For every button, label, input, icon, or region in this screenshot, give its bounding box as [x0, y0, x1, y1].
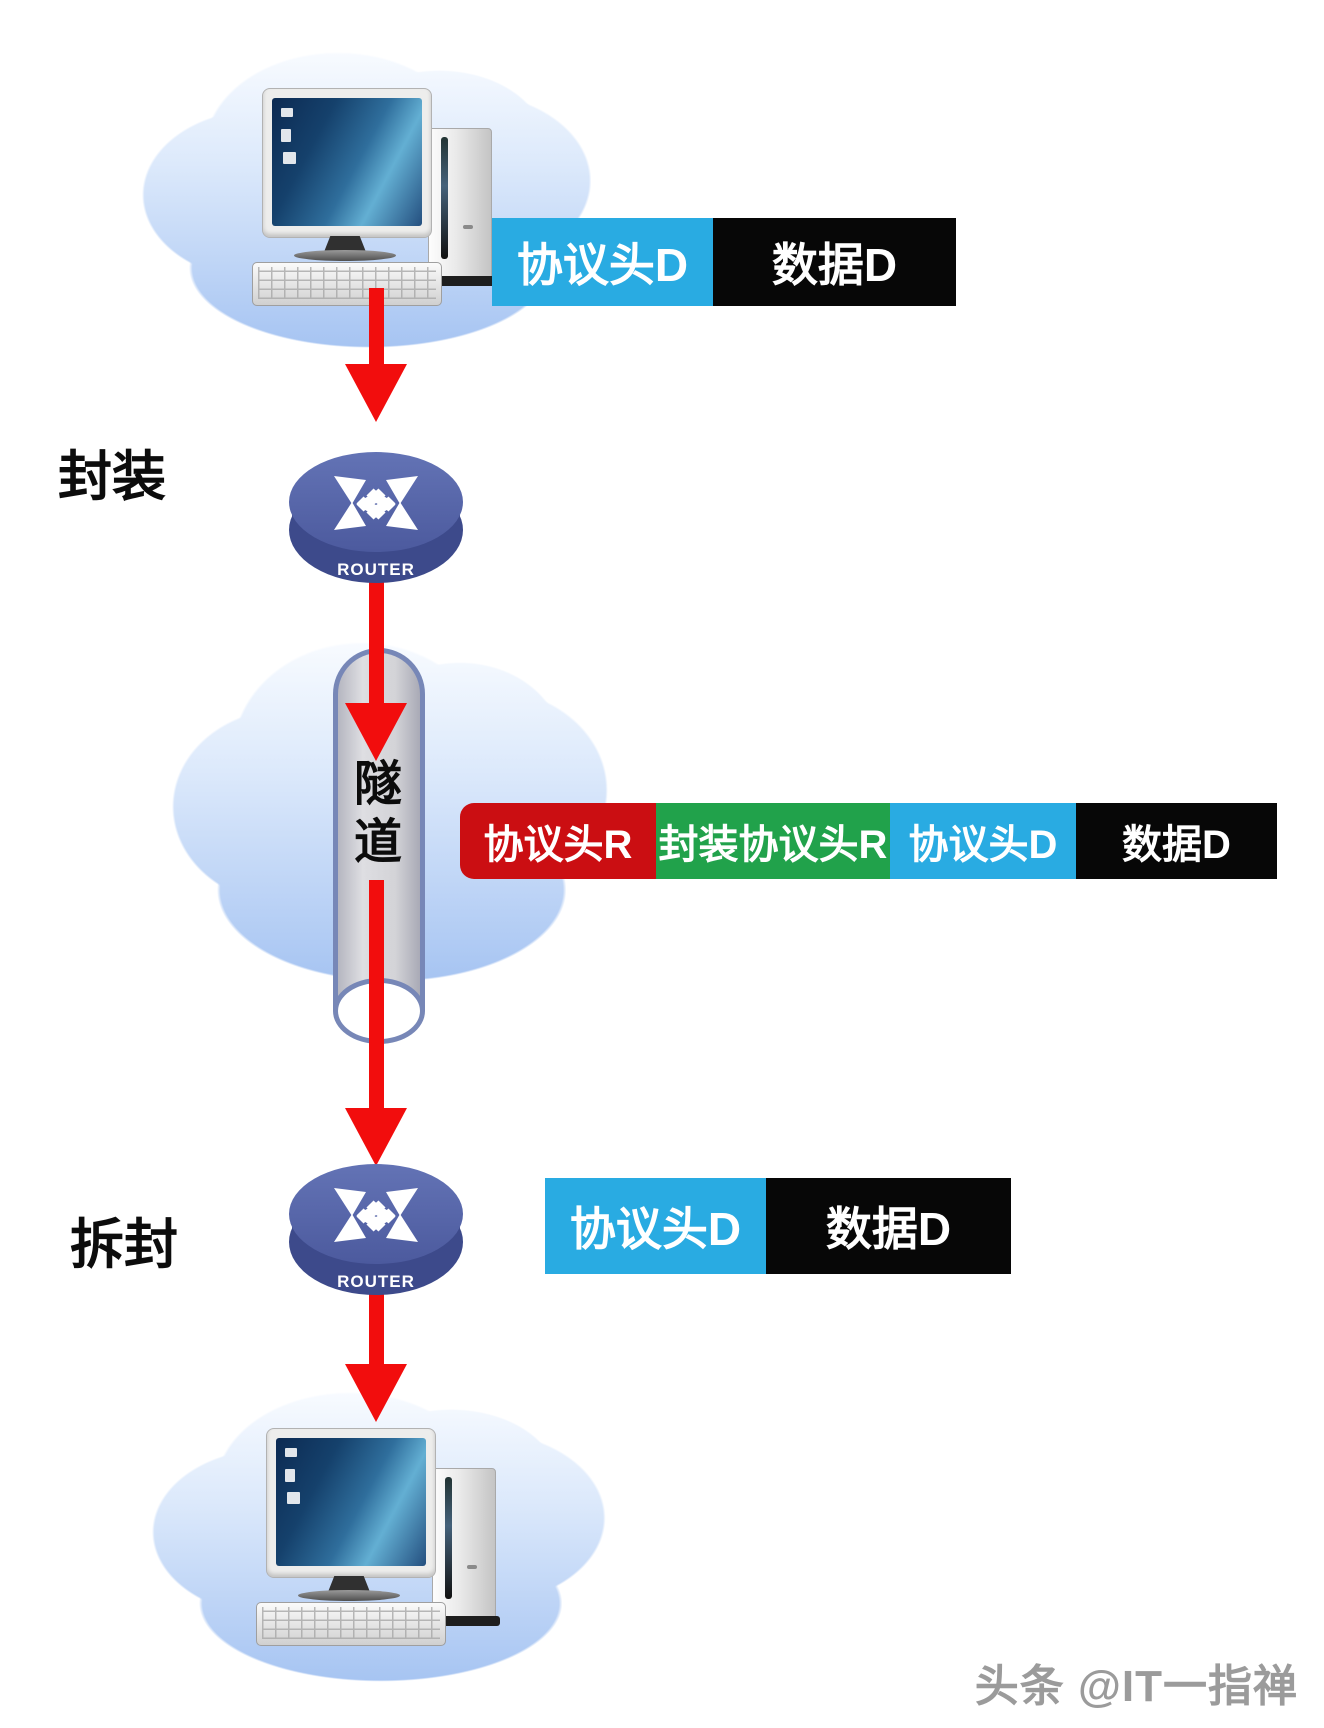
packet-segment-data-d: 数据D: [766, 1178, 1011, 1274]
pc-tower: [428, 1468, 500, 1626]
decapsulation-label: 拆封: [70, 1215, 178, 1275]
host-computer-top-icon: [248, 88, 496, 306]
packet-segment-data-d: 数据D: [1076, 803, 1277, 879]
down-arrow-head: [345, 1108, 407, 1166]
pc-tower-slot: [445, 1477, 452, 1599]
pc-tower-base: [424, 276, 496, 286]
pc-screen: [272, 98, 422, 226]
packet-segment-protocol-header-d: 协议头D: [890, 803, 1076, 879]
desktop-icon: [281, 108, 293, 117]
packet-segment-protocol-header-d: 协议头D: [492, 218, 713, 306]
router-label: ROUTER: [337, 1272, 415, 1291]
pc-tower-button: [463, 225, 473, 229]
desktop-icon: [287, 1492, 300, 1504]
pc-screen: [276, 1438, 426, 1566]
pc-monitor: [266, 1428, 436, 1578]
encapsulation-label: 封装: [58, 447, 166, 507]
desktop-icon: [285, 1448, 297, 1457]
desktop-icon: [281, 129, 291, 142]
pc-tower-base: [428, 1616, 500, 1626]
packet-original-bottom: 协议头D 数据D: [545, 1178, 1011, 1274]
watermark-text: 头条 @IT一指禅: [974, 1662, 1298, 1711]
pc-keyboard-keys: [258, 267, 436, 299]
pc-tower-button: [467, 1565, 477, 1569]
desktop-icon: [283, 152, 296, 164]
down-arrow-shaft: [369, 880, 384, 1108]
down-arrow-shaft: [369, 1294, 384, 1364]
packet-encapsulated: 协议头R 封装协议头R 协议头D 数据D: [460, 803, 1277, 879]
router-disc: [289, 1164, 463, 1295]
down-arrow-shaft: [369, 288, 384, 364]
packet-segment-protocol-header-r: 协议头R: [460, 803, 656, 879]
pc-keyboard: [256, 1602, 446, 1646]
down-arrow-head: [345, 364, 407, 422]
tunnel-label: 隧道: [353, 758, 402, 869]
pc-monitor-stand: [328, 1576, 370, 1592]
pc-monitor-stand-base: [298, 1590, 400, 1601]
desktop-icon: [285, 1469, 295, 1482]
pc-monitor: [262, 88, 432, 238]
down-arrow-shaft: [369, 575, 384, 703]
packet-segment-protocol-header-d: 协议头D: [545, 1178, 766, 1274]
host-computer-bottom-icon: [252, 1428, 500, 1646]
packet-segment-data-d: 数据D: [713, 218, 956, 306]
pc-monitor-stand: [324, 236, 366, 252]
pc-keyboard-keys: [262, 1607, 440, 1639]
packet-segment-encap-header-r: 封装协议头R: [656, 803, 890, 879]
router-icon-bottom: ROUTER: [286, 1158, 466, 1298]
pc-tower: [424, 128, 496, 286]
pc-tower-slot: [441, 137, 448, 259]
pc-keyboard: [252, 262, 442, 306]
router-icon-top: ROUTER: [286, 446, 466, 586]
down-arrow-head: [345, 1364, 407, 1422]
router-label: ROUTER: [337, 560, 415, 579]
packet-original-top: 协议头D 数据D: [492, 218, 956, 306]
pc-monitor-stand-base: [294, 250, 396, 261]
down-arrow-head: [345, 703, 407, 761]
router-disc: [289, 452, 463, 583]
